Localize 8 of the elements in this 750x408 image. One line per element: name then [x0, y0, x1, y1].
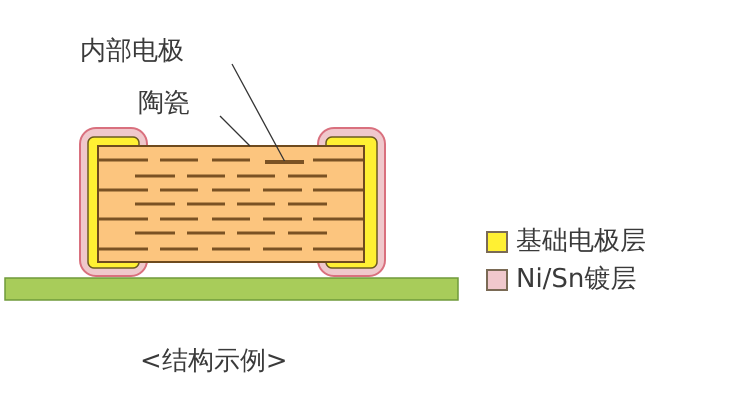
- legend-label: 基础电极层: [516, 226, 646, 256]
- legend-label: Ni/Sn镀层: [516, 264, 636, 294]
- callout-label: 内部电极: [80, 36, 230, 68]
- internal-electrode: [265, 160, 304, 164]
- caption: <结构示例>: [140, 346, 288, 376]
- callout-label: 陶瓷: [138, 88, 218, 120]
- leader-line: [220, 116, 250, 146]
- leader-line: [231, 64, 286, 162]
